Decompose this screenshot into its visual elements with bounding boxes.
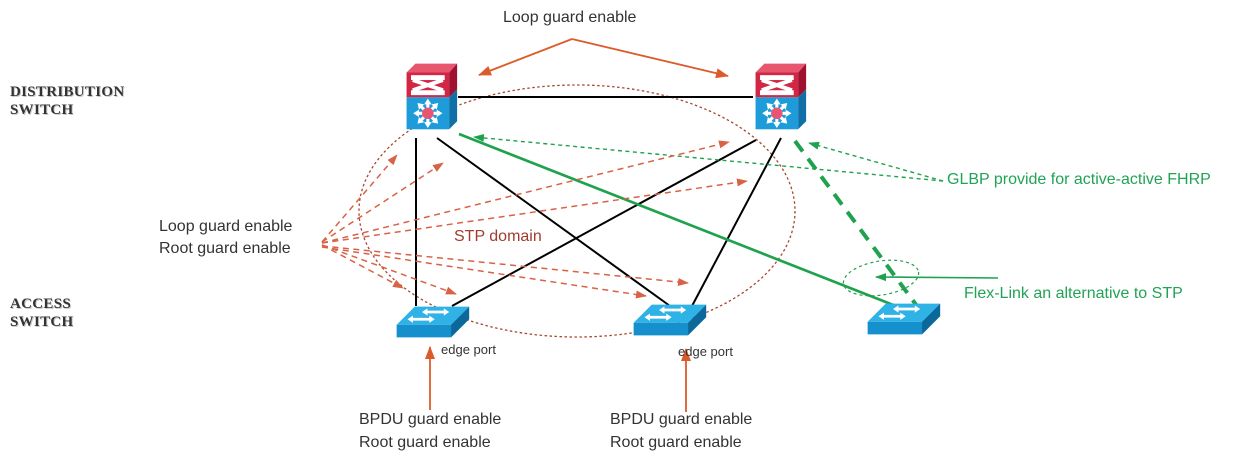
multilayer-switch-icon bbox=[407, 64, 458, 130]
guard-arrow-3 bbox=[321, 140, 730, 244]
link-dist1-access2 bbox=[436, 137, 671, 307]
root-guard-line: Root guard enable bbox=[359, 433, 491, 451]
flex-link-active-line bbox=[458, 132, 907, 312]
glbp-pointers bbox=[473, 133, 944, 182]
loop-guard-arrow-dist1 bbox=[478, 38, 573, 76]
distribution-switch-label-line2: SWITCH bbox=[10, 102, 74, 118]
bpdu-guard-line: BPDU guard enable bbox=[359, 411, 502, 428]
guard-arrow-6 bbox=[321, 244, 457, 295]
stp-domain-ellipse bbox=[358, 84, 796, 338]
workgroup-switch-icon bbox=[867, 303, 941, 335]
multilayer-switch-icon bbox=[756, 64, 807, 130]
flex-link-label: Flex-Link an alternative to STP bbox=[964, 285, 1183, 302]
flex-link-lines bbox=[458, 132, 919, 312]
distribution-switch-label: DISTRIBUTION SWITCH bbox=[10, 83, 124, 119]
access-switch-label-line1: ACCESS bbox=[10, 296, 71, 312]
edge-port-label-1: edge port bbox=[441, 342, 496, 357]
workgroup-switch-icon bbox=[633, 304, 707, 336]
link-dist2-access2 bbox=[691, 137, 782, 307]
stp-domain-label: STP domain bbox=[454, 228, 542, 245]
stp-links bbox=[415, 96, 782, 307]
distribution-switch-label-line1: DISTRIBUTION bbox=[10, 84, 125, 100]
glbp-label: GLBP provide for active-active FHRP bbox=[947, 171, 1211, 188]
access-switch-label: ACCESS SWITCH bbox=[10, 295, 74, 331]
link-dist2-access1 bbox=[451, 139, 757, 307]
loop-root-guard-arrows bbox=[321, 140, 748, 299]
flex-link-arrow bbox=[875, 273, 999, 282]
loop-root-guard-label: Loop guard enable Root guard enable bbox=[159, 216, 292, 260]
guard-arrow-4 bbox=[321, 178, 748, 244]
guard-arrow-1 bbox=[321, 154, 398, 243]
flex-link-ellipse bbox=[842, 259, 920, 297]
bpdu-guard-label-1: BPDU guard enable Root guard enable bbox=[359, 409, 501, 454]
root-guard-line: Root guard enable bbox=[159, 240, 291, 257]
access-switch-label-line2: SWITCH bbox=[10, 314, 74, 330]
flex-link-standby-line bbox=[793, 139, 919, 308]
guard-arrow-5 bbox=[321, 244, 404, 289]
loop-guard-top-arrows bbox=[478, 38, 729, 79]
glbp-pointer-dist1 bbox=[473, 133, 944, 182]
loop-guard-top-label: Loop guard enable bbox=[503, 9, 637, 26]
loop-guard-arrow-dist2 bbox=[571, 38, 729, 79]
loop-guard-line: Loop guard enable bbox=[159, 218, 293, 235]
bpdu-guard-line: BPDU guard enable bbox=[610, 411, 753, 428]
edge-port-label-2: edge port bbox=[678, 344, 733, 359]
bpdu-guard-label-2: BPDU guard enable Root guard enable bbox=[610, 409, 752, 454]
glbp-pointer-dist2 bbox=[808, 141, 944, 182]
workgroup-switch-icon bbox=[396, 306, 470, 338]
guard-arrow-2 bbox=[321, 162, 444, 243]
guard-arrow-7 bbox=[321, 246, 647, 299]
guard-arrow-8 bbox=[321, 245, 689, 286]
root-guard-line: Root guard enable bbox=[610, 433, 742, 451]
